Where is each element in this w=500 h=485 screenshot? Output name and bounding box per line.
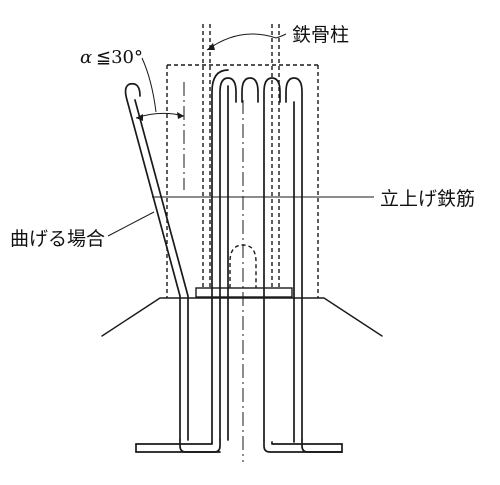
steel-column-outline (202, 24, 280, 290)
foundation-outline (166, 64, 319, 298)
angle-arrow-head (177, 112, 184, 119)
angle-alpha-label: α (80, 47, 92, 68)
hairpin-rebar-center (241, 77, 281, 441)
hairpin-rebar-left (219, 77, 237, 441)
column-width-arc (206, 33, 277, 51)
column-leader (275, 33, 287, 39)
rebar-legs (135, 69, 343, 453)
bent-rebar (124, 82, 221, 453)
angle-arrow-tail (136, 114, 143, 121)
angle-arc (135, 112, 185, 119)
steel-column-label: 鉄骨柱 (292, 24, 349, 46)
column-arc-arrow (207, 43, 215, 50)
anchor-bolt (229, 244, 257, 288)
angle-leader (141, 57, 157, 113)
bent-case-leader (107, 211, 155, 237)
hairpin-rebar-right (285, 77, 303, 441)
base-plate (195, 287, 293, 298)
bent-case-label: 曲げる場合 (10, 228, 105, 250)
angle-condition-label: ≦30° (96, 47, 143, 68)
rising-rebar-label: 立上げ鉄筋 (380, 188, 475, 210)
slab-haunch (101, 297, 383, 337)
